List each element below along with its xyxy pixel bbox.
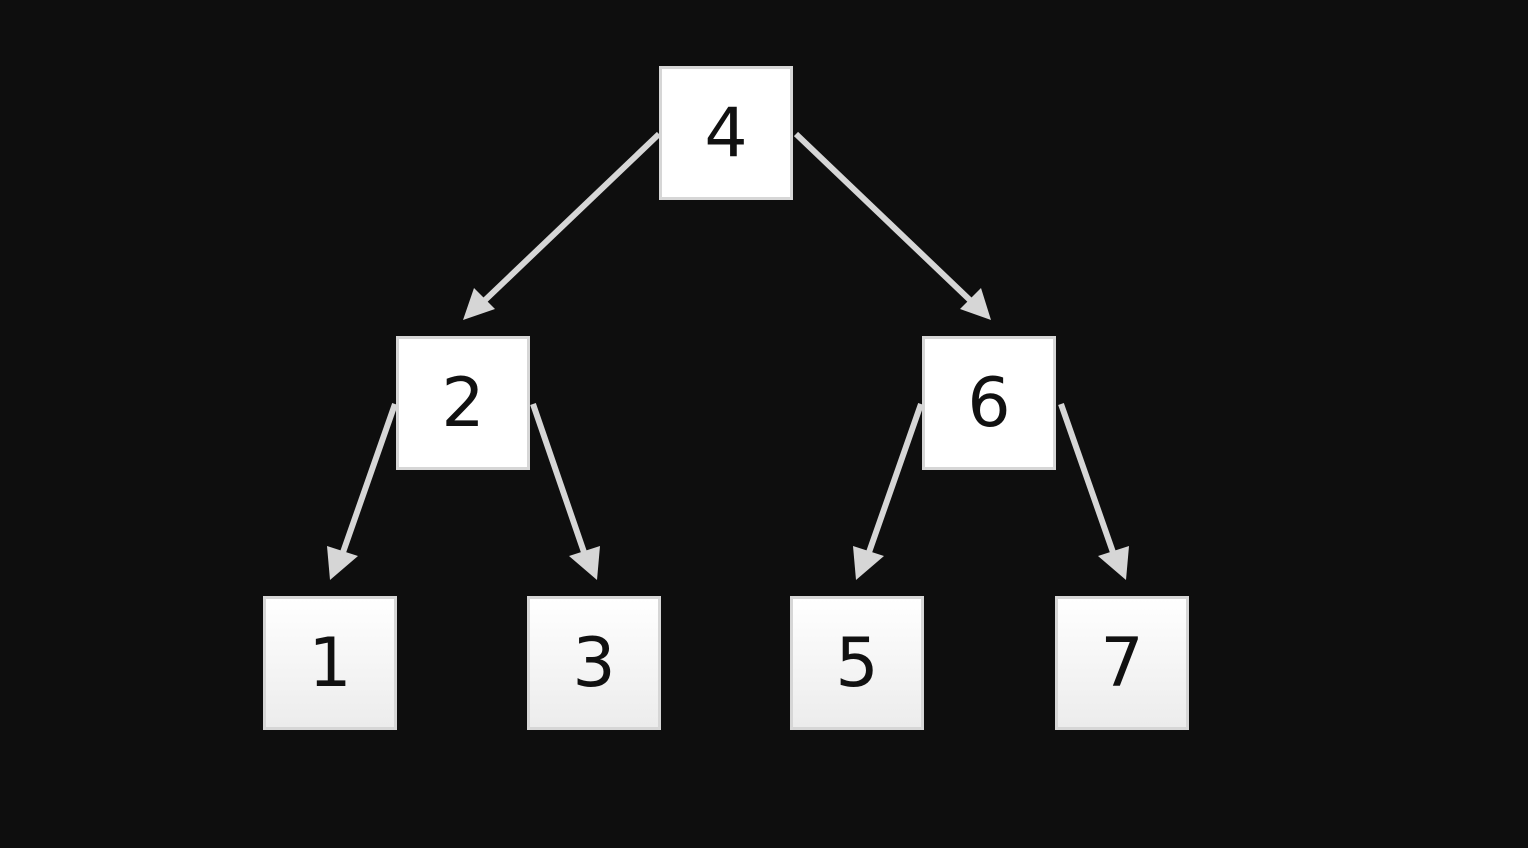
node-label: 5 [835, 623, 879, 703]
node-label: 1 [308, 623, 352, 703]
tree-node-leaf: 1 [263, 596, 397, 730]
tree-node-root: 4 [659, 66, 793, 200]
node-label: 7 [1100, 623, 1144, 703]
node-label: 4 [704, 93, 748, 173]
edge-2-to-3 [530, 403, 600, 580]
tree-node-leaf: 5 [790, 596, 924, 730]
node-label: 3 [572, 623, 616, 703]
edge-4-to-6 [793, 131, 991, 320]
edge-6-to-5 [853, 403, 924, 580]
tree-node-right-child: 6 [922, 336, 1056, 470]
tree-node-left-child: 2 [396, 336, 530, 470]
edge-4-to-2 [463, 131, 662, 320]
node-label: 6 [967, 363, 1011, 443]
tree-node-leaf: 7 [1055, 596, 1189, 730]
edge-2-to-1 [327, 403, 398, 580]
edge-6-to-7 [1058, 403, 1129, 580]
node-label: 2 [441, 363, 485, 443]
tree-node-leaf: 3 [527, 596, 661, 730]
